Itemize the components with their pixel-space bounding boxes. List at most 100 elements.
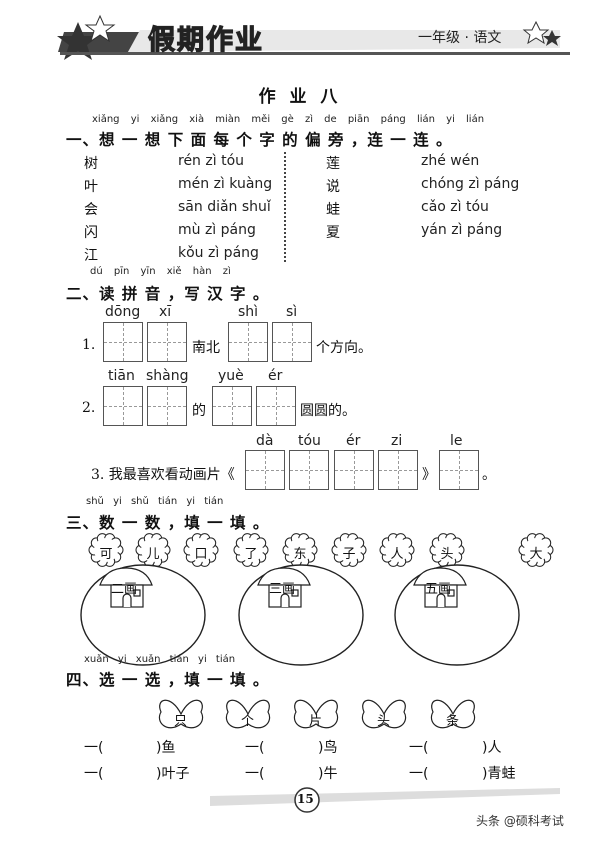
question-number: 2. — [82, 400, 96, 416]
writing-box[interactable] — [147, 322, 187, 362]
dotted-divider — [284, 152, 286, 262]
flower-char: 人 — [390, 547, 404, 562]
pinyin-hint: zi — [391, 433, 403, 449]
match-char[interactable]: 闪 — [84, 225, 98, 241]
match-char[interactable]: 树 — [84, 156, 98, 172]
question-text: 的 — [192, 403, 206, 419]
fill-blank[interactable]: 一( — [84, 766, 104, 782]
match-radical[interactable]: mù zì páng — [178, 222, 256, 238]
header-title: 假期作业 — [147, 24, 264, 56]
match-radical[interactable]: kǒu zì páng — [178, 245, 259, 261]
pinyin-hint: le — [450, 433, 463, 449]
fill-blank: )牛 — [318, 766, 338, 782]
header-rule — [60, 52, 570, 55]
flower-char: 儿 — [146, 547, 160, 562]
match-radical[interactable]: cǎo zì tóu — [421, 199, 489, 215]
writing-box[interactable] — [103, 386, 143, 426]
pinyin-hint: dà — [256, 433, 274, 449]
match-char[interactable]: 莲 — [326, 156, 340, 172]
writing-box[interactable] — [103, 322, 143, 362]
match-radical[interactable]: sān diǎn shuǐ — [178, 199, 271, 215]
section4-heading: 四、选 一 选 ，填 一 填 。 — [66, 671, 270, 689]
writing-box[interactable] — [378, 450, 418, 490]
section2-pinyin: dú pīn yīn xiě hàn zì — [90, 266, 231, 277]
match-radical[interactable]: zhé wén — [421, 153, 480, 169]
pinyin-hint: shì — [238, 304, 259, 320]
page-number: 15 — [297, 792, 314, 806]
match-char[interactable]: 叶 — [84, 179, 98, 195]
question-text: 个方向。 — [316, 340, 372, 356]
fill-blank: )鸟 — [318, 740, 338, 756]
answer-bubble — [394, 564, 520, 666]
question-text: 》 — [422, 467, 436, 483]
fill-blank[interactable]: 一( — [84, 740, 104, 756]
page-title: 作 业 八 — [258, 87, 342, 107]
writing-box[interactable] — [228, 322, 268, 362]
pinyin-hint: ér — [268, 368, 283, 384]
house-label: 五画 — [425, 582, 452, 597]
flower-char: 头 — [440, 547, 454, 562]
fill-blank: )青蛙 — [482, 766, 516, 782]
house-label: 三画 — [269, 582, 296, 597]
word-option: 个 — [241, 714, 255, 729]
section4-pinyin: xuǎn yi xuǎn tián yi tián — [84, 654, 236, 665]
header-decoration — [57, 14, 561, 60]
match-radical[interactable]: yán zì páng — [421, 222, 503, 238]
pinyin-hint: tiān — [108, 368, 135, 384]
word-option: 只 — [174, 714, 188, 729]
writing-box[interactable] — [245, 450, 285, 490]
word-option: 片 — [309, 714, 323, 729]
flower-char: 子 — [342, 547, 356, 562]
answer-bubble — [80, 564, 206, 666]
question-text: 。 — [482, 467, 496, 483]
fill-blank[interactable]: 一( — [409, 740, 429, 756]
match-radical[interactable]: rén zì tóu — [178, 153, 245, 169]
section1-heading: 一、想 一 想 下 面 每 个 字 的 偏 旁 ，连 一 连 。 — [66, 131, 453, 149]
flower-char: 大 — [529, 547, 543, 562]
match-char[interactable]: 蛙 — [326, 202, 340, 218]
match-char[interactable]: 会 — [84, 202, 98, 218]
writing-box[interactable] — [439, 450, 479, 490]
pinyin-hint: ér — [346, 433, 361, 449]
pinyin-hint: xī — [159, 304, 172, 320]
question-text: 南北 — [192, 340, 220, 356]
writing-box[interactable] — [256, 386, 296, 426]
question-text: 3. 我最喜欢看动画片《 — [91, 467, 235, 483]
match-char[interactable]: 江 — [84, 248, 98, 264]
writing-box[interactable] — [289, 450, 329, 490]
pinyin-hint: sì — [286, 304, 298, 320]
watermark: 头条 @硕科考试 — [476, 814, 564, 828]
flower-char: 可 — [99, 547, 113, 562]
flower-char: 了 — [244, 547, 258, 562]
writing-box[interactable] — [272, 322, 312, 362]
section1-pinyin: xiǎng yi xiǎng xià miàn měi gè zì de piā… — [92, 114, 485, 125]
fill-blank: )叶子 — [156, 766, 190, 782]
writing-box[interactable] — [334, 450, 374, 490]
match-char[interactable]: 说 — [326, 179, 340, 195]
flower-char: 口 — [194, 547, 208, 562]
match-radical[interactable]: chóng zì páng — [421, 176, 520, 192]
word-option: 头 — [377, 714, 391, 729]
fill-blank: )鱼 — [156, 740, 176, 756]
fill-blank[interactable]: 一( — [245, 766, 265, 782]
match-radical[interactable]: mén zì kuàng — [178, 176, 273, 192]
match-char[interactable]: 夏 — [326, 225, 340, 241]
fill-blank[interactable]: 一( — [409, 766, 429, 782]
answer-bubble — [238, 564, 364, 666]
fill-blank[interactable]: 一( — [245, 740, 265, 756]
section3-heading: 三、数 一 数 ，填 一 填 。 — [66, 514, 270, 532]
writing-box[interactable] — [147, 386, 187, 426]
section3-pinyin: shǔ yi shǔ tián yi tián — [86, 496, 224, 507]
star-icon — [57, 22, 99, 60]
question-text: 圆圆的。 — [300, 403, 356, 419]
question-number: 1. — [82, 337, 96, 353]
fill-blank: )人 — [482, 740, 502, 756]
pinyin-hint: shàng — [146, 368, 189, 384]
writing-box[interactable] — [212, 386, 252, 426]
pinyin-hint: tóu — [298, 433, 321, 449]
footer-decoration — [210, 787, 560, 813]
grade-subject: 一年级 · 语文 — [418, 30, 502, 46]
house-label: 二画 — [111, 582, 138, 597]
flower-char: 东 — [293, 547, 307, 562]
